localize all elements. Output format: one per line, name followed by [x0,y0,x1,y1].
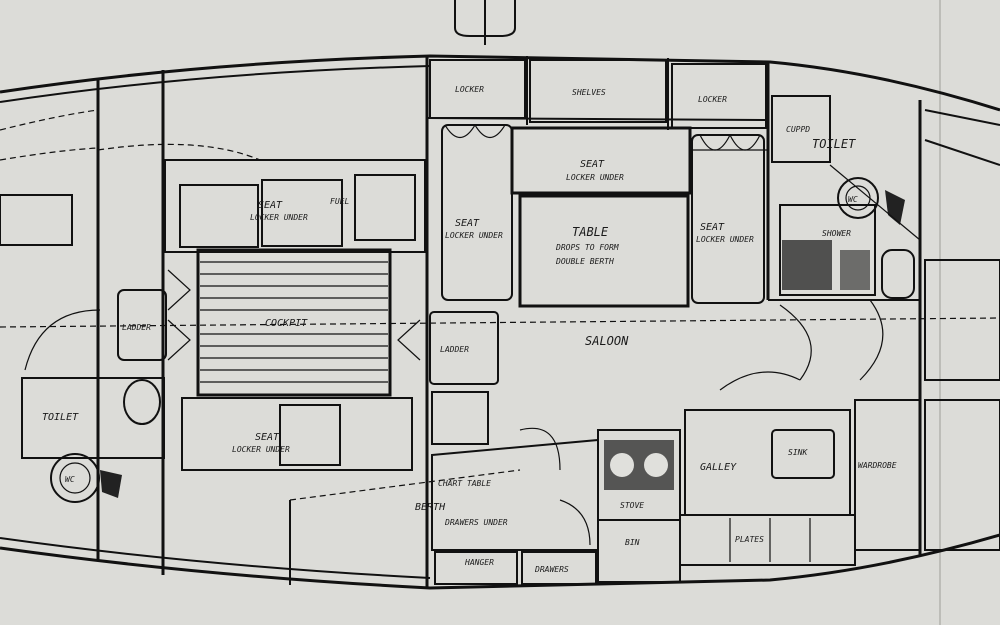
label-shelves: SHELVES [572,88,606,97]
label-berth: BERTH [415,502,446,513]
label-ladder-saloon: LADDER [440,345,469,354]
top-fitting [454,0,516,45]
forward-toilet [771,95,921,299]
saloon-furniture [441,124,768,308]
label-seat-port-sub: LOCKER UNDER [445,231,503,240]
forward-lockers [429,59,767,129]
aft-toilet [21,309,165,503]
label-locker-2: LOCKER [698,95,727,104]
bow-area [924,109,1000,551]
label-bin: BIN [625,538,640,547]
label-wardrobe: WARDROBE [858,461,897,470]
label-ladder-aft: LADDER [122,323,151,332]
label-locker-1: LOCKER [455,85,484,94]
label-toilet-aft: TOILET [42,412,79,423]
centreline [0,317,1000,328]
cockpit [164,159,426,471]
label-seat-aft-top-sub: LOCKER UNDER [250,213,308,222]
label-stove: STOVE [620,501,644,510]
door-swings [519,299,884,546]
label-hanger: HANGER [464,558,494,567]
label-cockpit: COCKPIT [265,318,308,329]
label-plates: PLATES [735,535,764,544]
label-table-sub-2: DOUBLE BERTH [555,257,614,266]
label-seat-starboard-sub: LOCKER UNDER [696,235,754,244]
label-fuel: FUEL [330,197,349,206]
label-seat-aft-bottom-sub: LOCKER UNDER [232,445,290,454]
hull-outline [0,54,1000,590]
ladders [117,289,499,385]
label-seat-starboard: SEAT [700,222,725,233]
label-drawers: DRAWERS [534,565,569,574]
label-table-sub-1: DROPS TO FORM [555,243,620,252]
stern-area [0,109,261,246]
label-cuppd: CUPPD [786,125,810,134]
chart-table-berth [289,391,599,585]
label-seat-aft-top: SEAT [258,200,283,211]
label-seat-forward-sub: LOCKER UNDER [566,173,624,182]
label-shower: SHOWER [822,229,851,238]
label-galley: GALLEY [700,462,737,473]
label-seat-port: SEAT [455,218,480,229]
label-wc-forward: WC [848,195,858,204]
galley [597,399,921,583]
label-saloon: SALOON [585,334,629,348]
label-table: TABLE [572,225,609,239]
label-wc-aft: WC [65,475,75,484]
label-chart-table: CHART TABLE [438,479,491,488]
label-toilet-forward: TOILET [812,137,856,151]
label-seat-forward: SEAT [580,159,605,170]
label-seat-aft-bottom: SEAT [255,432,280,443]
label-sink: SINK [788,448,808,457]
label-drawers-under: DRAWERS UNDER [444,518,508,527]
